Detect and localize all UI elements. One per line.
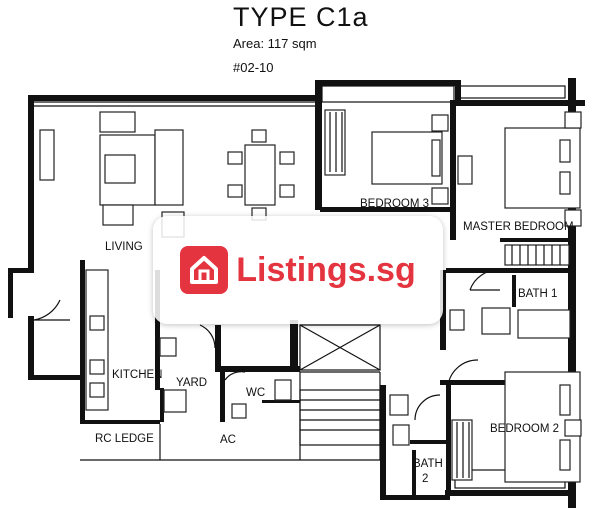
watermark-brand: Listings.sg xyxy=(236,250,416,289)
kitchen-fixtures xyxy=(33,269,216,413)
bedroom3-furniture xyxy=(324,109,449,205)
bath1-fixtures xyxy=(449,269,571,339)
house-icon xyxy=(180,246,229,294)
room-label-kitchen: KITCHEN xyxy=(112,369,162,381)
dining-table xyxy=(227,129,295,221)
room-label-bath2: BATH xyxy=(413,458,443,470)
room-label-living: LIVING xyxy=(105,241,143,253)
listings-watermark: Listings.sg xyxy=(153,216,443,324)
room-label-bedroom3: BEDROOM 3 xyxy=(360,198,429,210)
room-label-wc: WC xyxy=(246,387,265,399)
room-label-bath1: BATH 1 xyxy=(518,288,557,300)
room-label-bedroom2: BEDROOM 2 xyxy=(490,423,559,435)
bath2-fixtures xyxy=(389,394,441,446)
bedroom2-furniture xyxy=(447,359,582,483)
room-label-rc-ledge: RC LEDGE xyxy=(95,433,154,445)
plan-title: TYPE C1a xyxy=(233,2,369,32)
master-bedroom-furniture xyxy=(457,111,582,266)
area-label: Area: 117 sqm xyxy=(233,36,317,51)
room-label-ac: AC xyxy=(220,434,236,446)
room-label-master-bedroom: MASTER BEDROOM xyxy=(463,221,574,233)
room-label-bath2-number: 2 xyxy=(422,473,428,485)
wc-fixtures xyxy=(224,371,292,419)
unit-number: #02-10 xyxy=(233,60,274,75)
room-label-yard: YARD xyxy=(176,377,207,389)
